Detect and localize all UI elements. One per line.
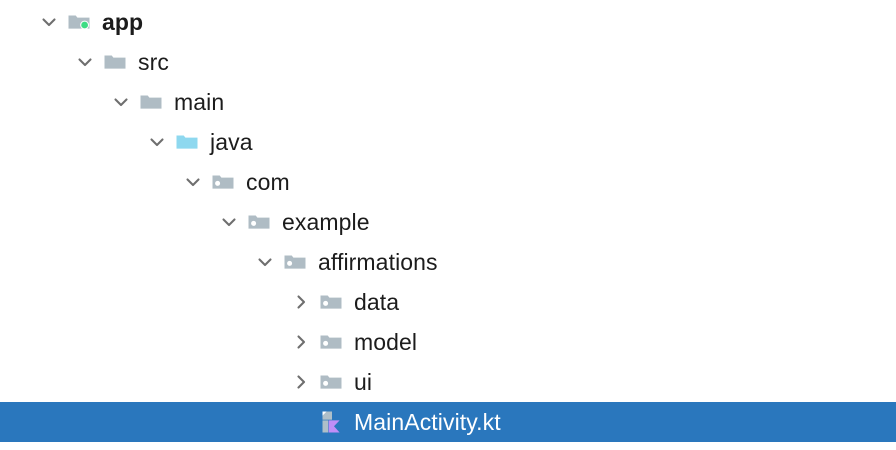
tree-row[interactable]: ui (0, 362, 896, 402)
folder-icon (138, 89, 164, 115)
row-indent (0, 262, 252, 263)
package-icon (246, 209, 272, 235)
tree-row[interactable]: com (0, 162, 896, 202)
row-indent (0, 422, 288, 423)
chevron-down-icon[interactable] (108, 89, 134, 115)
row-indent (0, 222, 216, 223)
row-indent (0, 62, 72, 63)
tree-row[interactable]: main (0, 82, 896, 122)
chevron-down-icon[interactable] (72, 49, 98, 75)
tree-row[interactable]: java (0, 122, 896, 162)
tree-node-label: app (102, 9, 144, 35)
source-root-folder-icon (174, 129, 200, 155)
tree-row[interactable]: src (0, 42, 896, 82)
tree-row[interactable]: data (0, 282, 896, 322)
module-folder-icon (66, 9, 92, 35)
folder-icon (102, 49, 128, 75)
chevron-down-icon[interactable] (144, 129, 170, 155)
package-icon (282, 249, 308, 275)
row-indent (0, 22, 36, 23)
chevron-down-icon[interactable] (216, 209, 242, 235)
kotlin-file-icon (318, 409, 344, 435)
tree-node-label: example (282, 209, 370, 235)
tree-node-label: com (246, 169, 290, 195)
tree-row[interactable]: MainActivity.kt (0, 402, 896, 442)
tree-row[interactable]: affirmations (0, 242, 896, 282)
chevron-down-icon[interactable] (180, 169, 206, 195)
tree-row[interactable]: model (0, 322, 896, 362)
tree-node-label: src (138, 49, 169, 75)
chevron-right-icon[interactable] (288, 289, 314, 315)
package-icon (318, 289, 344, 315)
row-indent (0, 142, 144, 143)
tree-node-label: ui (354, 369, 373, 395)
tree-node-label: main (174, 89, 225, 115)
tree-node-label: model (354, 329, 418, 355)
chevron-down-icon[interactable] (36, 9, 62, 35)
chevron-right-icon[interactable] (288, 329, 314, 355)
tree-node-label: data (354, 289, 400, 315)
package-icon (210, 169, 236, 195)
tree-row[interactable]: app (0, 2, 896, 42)
package-icon (318, 369, 344, 395)
row-indent (0, 342, 288, 343)
tree-node-label: MainActivity.kt (354, 409, 501, 435)
tree-row[interactable]: example (0, 202, 896, 242)
package-icon (318, 329, 344, 355)
chevron-right-icon[interactable] (288, 369, 314, 395)
twisty-placeholder (288, 409, 314, 435)
tree-node-label: java (210, 129, 253, 155)
row-indent (0, 382, 288, 383)
row-indent (0, 102, 108, 103)
row-indent (0, 182, 180, 183)
tree-node-label: affirmations (318, 249, 438, 275)
chevron-down-icon[interactable] (252, 249, 278, 275)
row-indent (0, 302, 288, 303)
